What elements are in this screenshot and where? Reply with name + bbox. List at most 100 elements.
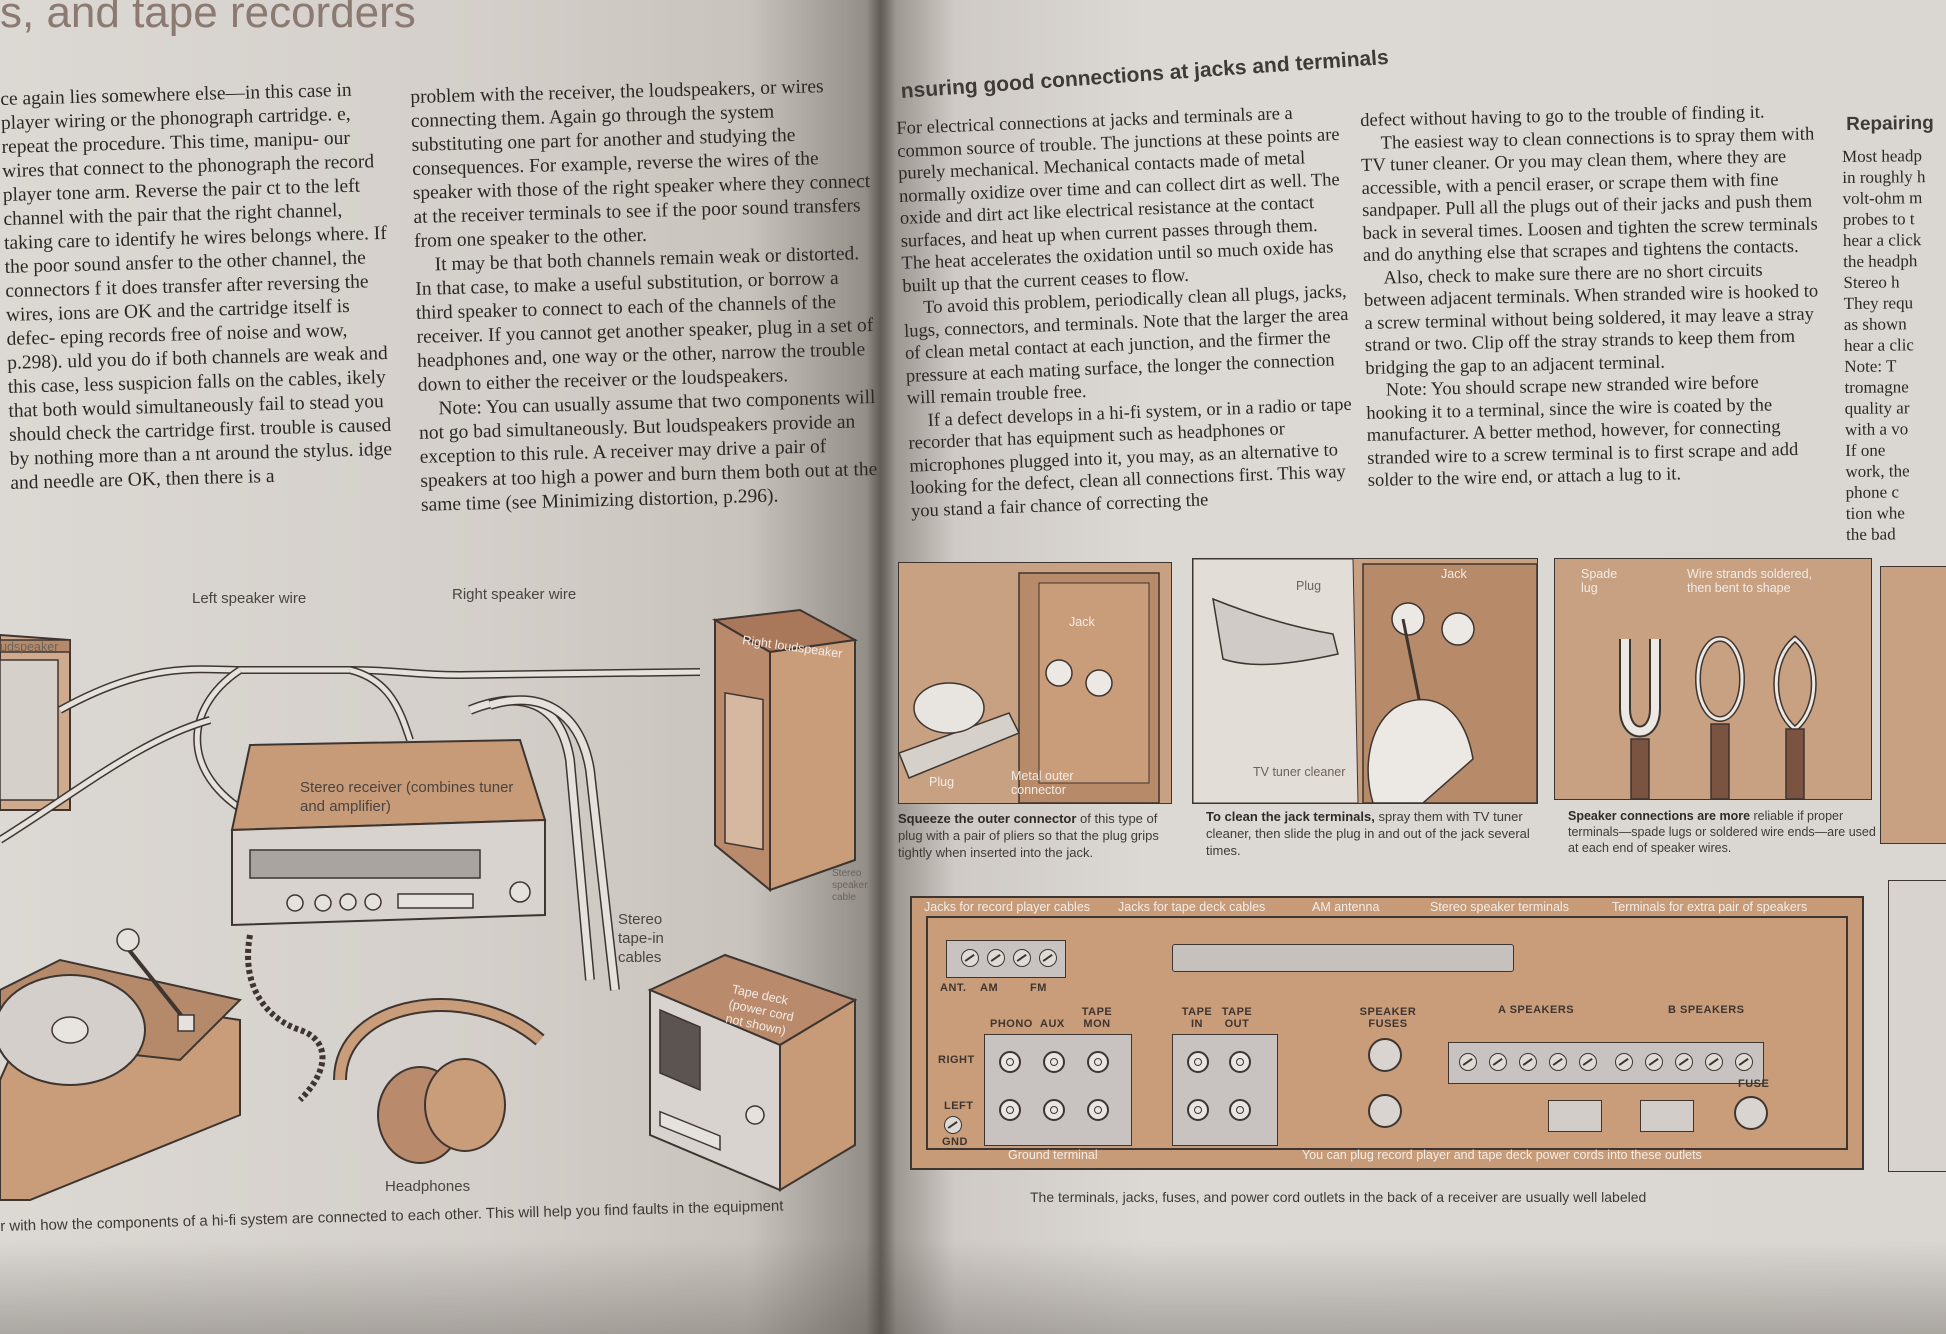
jack-tape-in-left[interactable]	[1187, 1099, 1209, 1121]
left-column-1: ce again lies somewhere else—in this cas…	[0, 78, 399, 496]
right-speaker-wire-label: Right speaker wire	[452, 586, 577, 603]
line: in roughly h	[1842, 167, 1926, 187]
terminal-screw	[987, 949, 1005, 967]
stereo-receiver-drawing	[230, 738, 547, 927]
line: work, the	[1845, 461, 1910, 481]
main-fuse[interactable]	[1734, 1096, 1768, 1130]
terminal-screw[interactable]	[1459, 1053, 1477, 1071]
caption-text: reliable if proper terminals—spade lugs …	[1568, 809, 1876, 855]
jack-tape-out-left[interactable]	[1229, 1099, 1251, 1121]
label-speaker-fuses: SPEAKER FUSES	[1359, 1006, 1417, 1030]
jack-aux-right[interactable]	[1043, 1051, 1065, 1073]
line: with a vo	[1844, 419, 1909, 439]
right-column-1: For electrical connections at jacks and …	[896, 101, 1357, 523]
terminal-screw[interactable]	[1645, 1053, 1663, 1071]
label-aux: AUX	[1040, 1018, 1065, 1030]
terminal-screw[interactable]	[1615, 1053, 1633, 1071]
headphones-drawing	[245, 934, 545, 1164]
line: tromagne	[1844, 377, 1909, 397]
repairing-heading: Repairing	[1846, 112, 1934, 135]
left-loudspeaker-drawing	[0, 633, 71, 811]
label-fm: FM	[1030, 982, 1047, 994]
terminal-screw[interactable]	[1675, 1053, 1693, 1071]
left-speaker-wire-label: Left speaker wire	[192, 590, 307, 607]
stereo-speaker-cable-label: Stereo speaker cable	[832, 868, 868, 903]
caption-bold: Speaker connections are more	[1568, 809, 1751, 823]
jack-phono-left[interactable]	[999, 1099, 1021, 1121]
headphones-label: Headphones	[385, 1178, 471, 1195]
section-title: s, and tape recorders	[0, 0, 416, 37]
line: the bad	[1845, 524, 1896, 544]
right-column-2: defect without having to go to the troub…	[1360, 100, 1824, 492]
figure-jack-cleaner: Plug Jack TV tuner cleaner	[1192, 558, 1538, 804]
figure3-caption: Speaker connections are more reliable if…	[1568, 808, 1878, 856]
label-right: RIGHT	[938, 1054, 975, 1066]
paragraph: The easiest way to clean connections is …	[1360, 123, 1818, 266]
line: phone c	[1845, 482, 1900, 502]
page-bottom-shadow	[0, 1240, 1946, 1334]
terminal-screw[interactable]	[1705, 1053, 1723, 1071]
label-ant: ANT.	[940, 982, 967, 994]
loudspeaker-label: udspeaker	[0, 640, 59, 654]
line: quality ar	[1844, 398, 1910, 418]
callout-extra-speaker-terminals: Terminals for extra pair of speakers	[1612, 900, 1808, 914]
line: volt-ohm m	[1842, 188, 1923, 208]
jack-aux-left[interactable]	[1043, 1099, 1065, 1121]
callout-power-outlets: You can plug record player and tape deck…	[1302, 1148, 1702, 1162]
terminal-screw[interactable]	[1735, 1053, 1753, 1071]
jack-cleaner-drawing	[1192, 558, 1538, 804]
jack-tape-in-right[interactable]	[1187, 1051, 1209, 1073]
speaker-fuse-right[interactable]	[1368, 1038, 1402, 1072]
figure1-label-jack: Jack	[1069, 615, 1095, 629]
callout-tape-deck-jacks: Jacks for tape deck cables	[1118, 900, 1266, 914]
partial-figure-edge-2	[1888, 880, 1946, 1172]
terminal-screw[interactable]	[1489, 1053, 1507, 1071]
jack-phono-right[interactable]	[999, 1051, 1021, 1073]
antenna-terminal-strip	[946, 940, 1066, 978]
left-column-2: problem with the receiver, the loudspeak…	[410, 74, 879, 518]
power-outlet[interactable]	[1548, 1100, 1602, 1132]
callout-record-player-jacks: Jacks for record player cables	[924, 900, 1091, 914]
terminal-screw[interactable]	[1519, 1053, 1537, 1071]
line: as shown	[1843, 314, 1907, 334]
terminal-screw	[1039, 949, 1057, 967]
label-b-speakers: B SPEAKERS	[1668, 1004, 1745, 1016]
callout-stereo-speaker-terminals: Stereo speaker terminals	[1430, 900, 1569, 914]
label-tape-mon: TAPE MON	[1081, 1006, 1113, 1030]
jack-tape-out-right[interactable]	[1229, 1051, 1251, 1073]
terminal-screw[interactable]	[1549, 1053, 1567, 1071]
callout-ground-terminal: Ground terminal	[1008, 1148, 1098, 1162]
figure3-label-wire-strands: Wire strands soldered, then bent to shap…	[1687, 567, 1813, 595]
tape-jack-panel	[1172, 1034, 1278, 1146]
jack-tapemon-right[interactable]	[1087, 1051, 1109, 1073]
label-tape-in: TAPE IN	[1181, 1006, 1213, 1030]
label-left: LEFT	[944, 1100, 974, 1112]
figure1-label-plug: Plug	[929, 775, 955, 789]
label-fuse: FUSE	[1738, 1078, 1770, 1090]
power-outlet[interactable]	[1640, 1100, 1694, 1132]
paragraph: problem with the receiver, the loudspeak…	[410, 76, 871, 252]
paragraph: Also, check to make sure there are no sh…	[1363, 260, 1819, 379]
receiver-back-panel: Jacks for record player cables Jacks for…	[910, 896, 1864, 1170]
panel-caption: The terminals, jacks, fuses, and power c…	[1030, 1189, 1647, 1205]
line: They requ	[1843, 293, 1914, 313]
figure2-label-tv-tuner-cleaner: TV tuner cleaner	[1253, 765, 1346, 779]
jack-tapemon-left[interactable]	[1087, 1099, 1109, 1121]
stereo-tape-in-label: Stereo tape-in cables	[618, 911, 664, 966]
label-tape-out: TAPE OUT	[1221, 1006, 1253, 1030]
panel-face: ANT. AM FM PHONO AUX TAPE MON RIGHT LEFT…	[926, 916, 1848, 1150]
label-phono: PHONO	[990, 1018, 1033, 1030]
label-gnd: GND	[942, 1136, 968, 1148]
line: tion whe	[1845, 503, 1905, 523]
terminal-screw[interactable]	[1579, 1053, 1597, 1071]
line: hear a clic	[1843, 335, 1915, 355]
figure1-caption: Squeeze the outer connector of this type…	[898, 810, 1170, 861]
ground-terminal-screw[interactable]	[944, 1116, 962, 1134]
speaker-fuse-left[interactable]	[1368, 1094, 1402, 1128]
caption-bold: To clean the jack terminals,	[1206, 809, 1375, 824]
paragraph: If a defect develops in a hi-fi system, …	[908, 394, 1353, 522]
am-antenna-bar	[1172, 944, 1514, 972]
plug-jack-drawing	[898, 572, 1160, 804]
paragraph: For electrical connections at jacks and …	[896, 103, 1341, 297]
